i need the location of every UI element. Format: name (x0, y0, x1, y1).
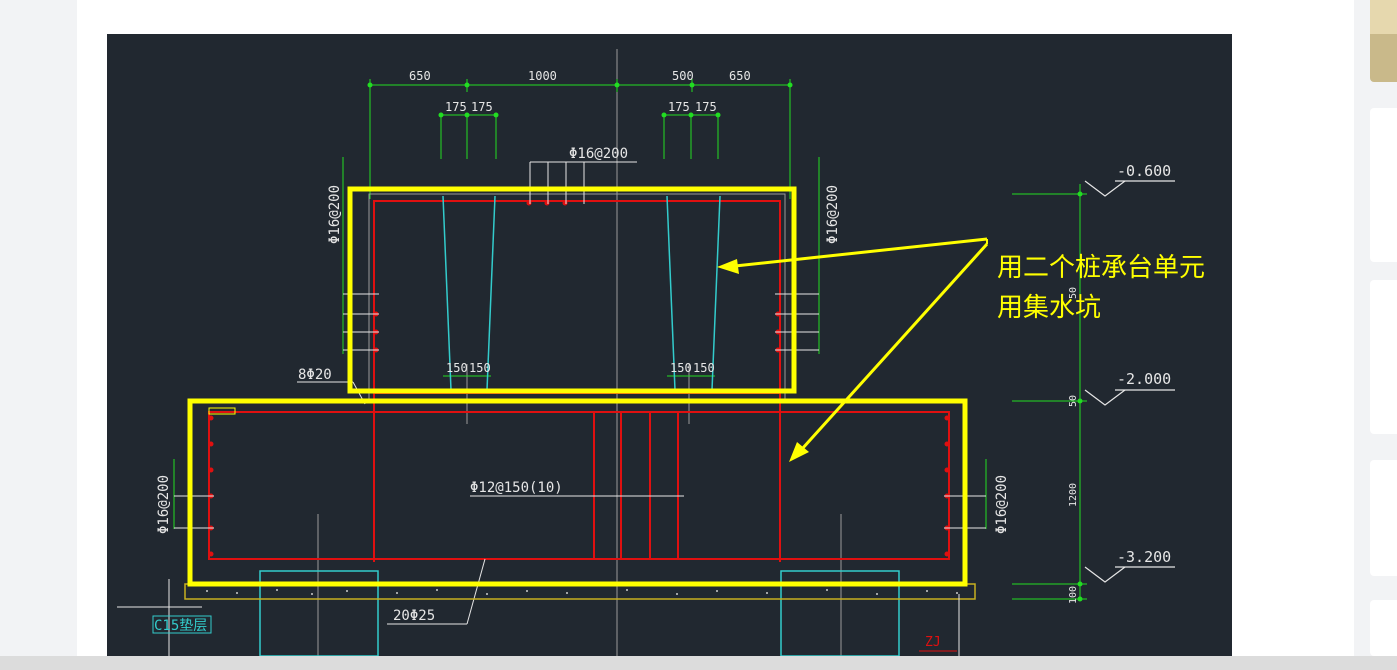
rebar-stirrup-label: Φ12@150(10) (470, 480, 563, 496)
elevation-markers (1084, 180, 1175, 583)
cad-drawing-image: 650 1000 500 650 175 175 175 175 150 150… (107, 34, 1232, 656)
dim-bottom-right-1: 150 (670, 361, 692, 375)
annotation-line2: 用集水坑 (997, 293, 1101, 323)
rebar-top-label: Φ16@200 (569, 146, 628, 162)
rebar-leaders (117, 161, 986, 656)
highlight-boxes (187, 186, 968, 587)
dim-bottom-right-2: 150 (693, 361, 715, 375)
sidebar-card-1[interactable] (1370, 108, 1397, 262)
axis-lines (317, 49, 842, 656)
column-rebar-outline (373, 200, 781, 562)
dim-top-4: 650 (729, 69, 751, 83)
vert-dim-1: 50 (1068, 287, 1079, 299)
vert-dim-2: 50 (1068, 395, 1079, 407)
dim-sub-4: 175 (695, 100, 717, 114)
annotation-line1: 用二个桩承台单元 (997, 253, 1205, 283)
cap-rebar-outline (208, 411, 950, 560)
vert-dim-3: 1200 (1068, 483, 1079, 507)
rebar-right-upper-label: Φ16@200 (825, 185, 841, 244)
dim-top-1: 650 (409, 69, 431, 83)
sidebar-card-2[interactable] (1370, 280, 1397, 434)
rebar-right-lower-label: Φ16@200 (994, 475, 1010, 534)
right-sidebar (1356, 0, 1397, 656)
pile-lines (259, 195, 900, 656)
sidebar-card-3[interactable] (1370, 460, 1397, 576)
elevation-2: -2.000 (1117, 370, 1171, 388)
rebar-left-lower-label: Φ16@200 (156, 475, 172, 534)
dim-bottom-left-2: 150 (469, 361, 491, 375)
vert-dim-4: 100 (1068, 586, 1079, 604)
rebar-20-label: 20Φ25 (393, 608, 435, 624)
dim-top-2: 1000 (528, 69, 557, 83)
dim-bottom-left-1: 150 (446, 361, 468, 375)
annotation-arrows (717, 237, 989, 462)
elevation-1: -0.600 (1117, 162, 1171, 180)
sidebar-card-4[interactable] (1370, 600, 1397, 656)
cushion-label: C15垫层 (154, 618, 207, 634)
dim-sub-3: 175 (668, 100, 690, 114)
dim-sub-1: 175 (445, 100, 467, 114)
rebar-8-label: 8Φ20 (298, 367, 332, 383)
elevation-3: -3.200 (1117, 548, 1171, 566)
rebar-left-upper-label: Φ16@200 (327, 185, 343, 244)
horizontal-scrollbar[interactable] (0, 656, 1397, 670)
dimension-lines (173, 79, 1087, 600)
dim-top-3: 500 (672, 69, 694, 83)
dim-sub-2: 175 (471, 100, 493, 114)
zj-label: ZJ (925, 635, 941, 650)
sidebar-thumbnail[interactable] (1370, 0, 1397, 82)
